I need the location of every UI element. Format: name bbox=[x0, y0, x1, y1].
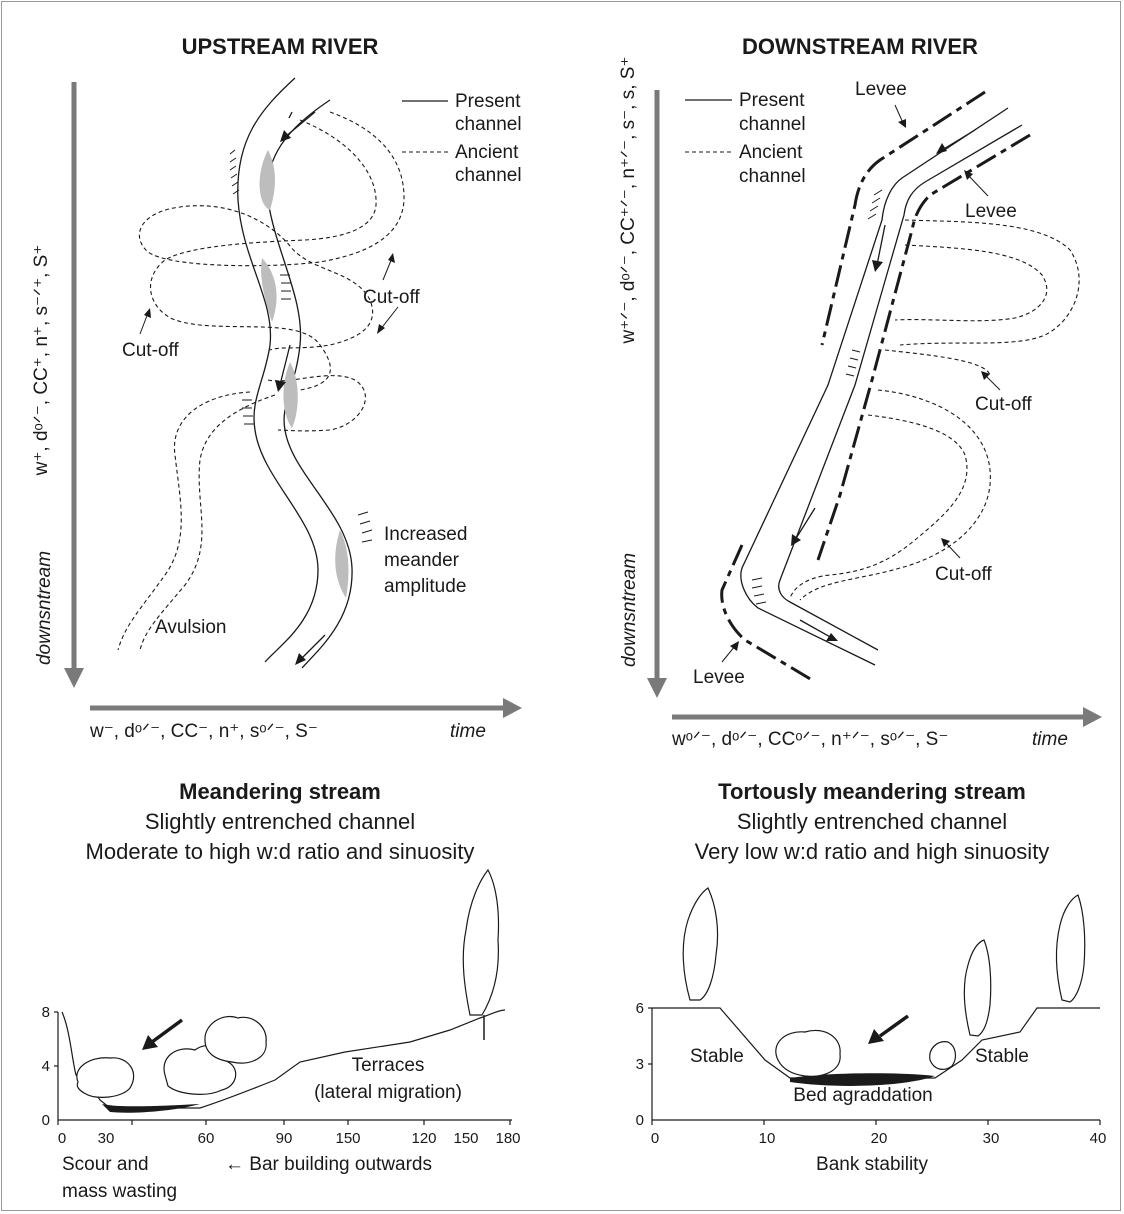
downstream-bank-label: Bank stability bbox=[816, 1154, 928, 1175]
upstream-stream-desc-1: Slightly entrenched channel bbox=[145, 809, 415, 834]
upstream-xtick-150a: 150 bbox=[335, 1130, 360, 1147]
upstream-title: UPSTREAM RIVER bbox=[182, 34, 379, 59]
upstream-xtick-0: 0 bbox=[58, 1130, 66, 1147]
upstream-scour-2: mass wasting bbox=[62, 1181, 177, 1202]
downstream-cutoff-1-label: Cut-off bbox=[975, 394, 1032, 415]
upstream-y-axis-vars: w⁺, dᵒᐟ⁻, CC⁺, n⁺, s⁻ᐟ⁺, S⁺ bbox=[31, 245, 52, 477]
downstream-time-label: time bbox=[1032, 729, 1068, 750]
downstream-stable-right: Stable bbox=[975, 1046, 1029, 1067]
upstream-avulsion-channel-2 bbox=[140, 395, 275, 650]
upstream-avulsion-channel-1 bbox=[118, 392, 250, 650]
upstream-legend-present-2: channel bbox=[455, 114, 522, 135]
upstream-xtick-120: 120 bbox=[411, 1130, 436, 1147]
downstream-downstream-arrowhead bbox=[647, 678, 667, 698]
downstream-ancient-loop-2 bbox=[895, 245, 1047, 321]
downstream-levee-bottom-label: Levee bbox=[693, 667, 745, 688]
upstream-ytick-4: 4 bbox=[42, 1058, 50, 1075]
downstream-levee-right bbox=[818, 135, 1030, 560]
downstream-panel: DOWNSTREAM RIVER w⁺ᐟ⁻, dᵒᐟ⁻, CC⁺ᐟ⁻, n⁺ᐟ⁻… bbox=[618, 34, 1106, 1175]
upstream-cutoff-right-label: Cut-off bbox=[363, 287, 420, 308]
downstream-bed-label: Bed agraddation bbox=[793, 1085, 932, 1106]
downstream-stable-left: Stable bbox=[690, 1046, 744, 1067]
downstream-levee-right-label: Levee bbox=[965, 201, 1017, 222]
upstream-stream-desc-2: Moderate to high w:d ratio and sinuosity bbox=[86, 839, 475, 864]
downstream-y-axis-vars: w⁺ᐟ⁻, dᵒᐟ⁻, CC⁺ᐟ⁻, n⁺ᐟ⁻, s⁻, s, S⁺ bbox=[618, 57, 639, 345]
downstream-legend-ancient-1: Ancient bbox=[739, 142, 803, 163]
downstream-tree-right-2 bbox=[1056, 895, 1084, 1002]
upstream-section-arrow bbox=[152, 1020, 182, 1042]
upstream-legend-ancient-2: channel bbox=[455, 165, 522, 186]
downstream-xtick-30: 30 bbox=[983, 1130, 1000, 1147]
upstream-increased-1: Increased bbox=[384, 524, 467, 545]
upstream-increased-2: meander bbox=[384, 550, 460, 571]
downstream-tree-left bbox=[683, 888, 717, 1000]
upstream-xtick-60: 60 bbox=[198, 1130, 215, 1147]
upstream-xtick-180: 180 bbox=[495, 1130, 520, 1147]
upstream-present-channel-left-bank bbox=[238, 78, 318, 662]
downstream-ytick-3: 3 bbox=[636, 1056, 644, 1073]
downstream-xtick-10: 10 bbox=[759, 1130, 776, 1147]
upstream-legend-present-1: Present bbox=[455, 91, 521, 112]
upstream-time-label: time bbox=[450, 721, 486, 742]
downstream-legend-ancient-2: channel bbox=[739, 166, 806, 187]
upstream-shrub-1 bbox=[77, 1058, 134, 1098]
upstream-tall-tree bbox=[463, 870, 498, 1015]
upstream-scour-1: Scour and bbox=[62, 1154, 149, 1175]
downstream-legend-present-1: Present bbox=[739, 90, 805, 111]
downstream-stream-desc-2: Very low w:d ratio and high sinuosity bbox=[695, 839, 1050, 864]
downstream-stream-desc-1: Slightly entrenched channel bbox=[737, 809, 1007, 834]
upstream-cross-section: 8 4 0 0 30 60 90 150 120 150 180 bbox=[42, 870, 521, 1202]
downstream-cross-section: 6 3 0 0 10 20 30 40 Stable Stable Bed ag… bbox=[636, 888, 1107, 1175]
downstream-ytick-0: 0 bbox=[636, 1112, 644, 1129]
downstream-x-axis-vars: wᵒᐟ⁻, dᵒᐟ⁻, CCᵒᐟ⁻, n⁺ᐟ⁻, sᵒᐟ⁻, S⁻ bbox=[671, 729, 948, 750]
downstream-grass-tuft bbox=[930, 1042, 956, 1070]
downstream-ancient-loop-3 bbox=[885, 350, 990, 375]
upstream-legend-ancient-1: Ancient bbox=[455, 142, 519, 163]
upstream-point-bar-2 bbox=[261, 258, 276, 322]
upstream-point-bar-1 bbox=[260, 150, 275, 210]
upstream-ytick-8: 8 bbox=[42, 1004, 50, 1021]
downstream-tree-right-1 bbox=[964, 940, 990, 1036]
upstream-ytick-0: 0 bbox=[42, 1112, 50, 1129]
downstream-levee-top-label: Levee bbox=[855, 79, 907, 100]
downstream-stream-type: Tortously meandering stream bbox=[718, 779, 1026, 804]
upstream-shrub-3 bbox=[205, 1017, 266, 1064]
downstream-cutoff-2-label: Cut-off bbox=[935, 564, 992, 585]
upstream-cutbank-hatches bbox=[230, 150, 372, 542]
upstream-xtick-30a: 30 bbox=[98, 1130, 115, 1147]
downstream-bank-hatches bbox=[752, 190, 882, 604]
upstream-downstream-label: downsntream bbox=[34, 551, 55, 665]
upstream-terraces-2: (lateral migration) bbox=[314, 1082, 462, 1103]
downstream-time-arrowhead bbox=[1083, 707, 1102, 727]
upstream-increased-3: amplitude bbox=[384, 576, 466, 597]
downstream-title: DOWNSTREAM RIVER bbox=[742, 34, 978, 59]
upstream-panel: UPSTREAM RIVER w⁺, dᵒᐟ⁻, CC⁺, n⁺, s⁻ᐟ⁺, … bbox=[31, 34, 522, 1202]
upstream-xtick-90: 90 bbox=[276, 1130, 293, 1147]
downstream-downstream-label: downsntream bbox=[619, 553, 640, 667]
upstream-bar-building: ← Bar building outwards bbox=[225, 1154, 432, 1175]
downstream-ancient-loop-1 bbox=[900, 220, 1079, 345]
upstream-x-axis-vars: w⁻, dᵒᐟ⁻, CC⁻, n⁺, sᵒᐟ⁻, S⁻ bbox=[89, 721, 318, 742]
upstream-cutoff-left-label: Cut-off bbox=[122, 340, 179, 361]
upstream-avulsion-label: Avulsion bbox=[155, 617, 226, 638]
downstream-legend-present-2: channel bbox=[739, 114, 806, 135]
downstream-ground-profile bbox=[652, 1008, 1100, 1078]
downstream-shrub bbox=[776, 1030, 840, 1076]
downstream-xtick-0: 0 bbox=[651, 1130, 659, 1147]
upstream-downstream-arrowhead bbox=[64, 668, 84, 688]
upstream-stream-type: Meandering stream bbox=[179, 779, 381, 804]
downstream-xtick-40: 40 bbox=[1090, 1130, 1107, 1147]
downstream-section-arrow bbox=[880, 1016, 908, 1036]
upstream-time-arrowhead bbox=[503, 698, 522, 718]
upstream-terraces-1: Terraces bbox=[352, 1055, 425, 1076]
downstream-ytick-6: 6 bbox=[636, 1000, 644, 1017]
downstream-xtick-20: 20 bbox=[871, 1130, 888, 1147]
upstream-xtick-150b: 150 bbox=[453, 1130, 478, 1147]
upstream-ancient-channel-loop-2 bbox=[151, 120, 377, 390]
